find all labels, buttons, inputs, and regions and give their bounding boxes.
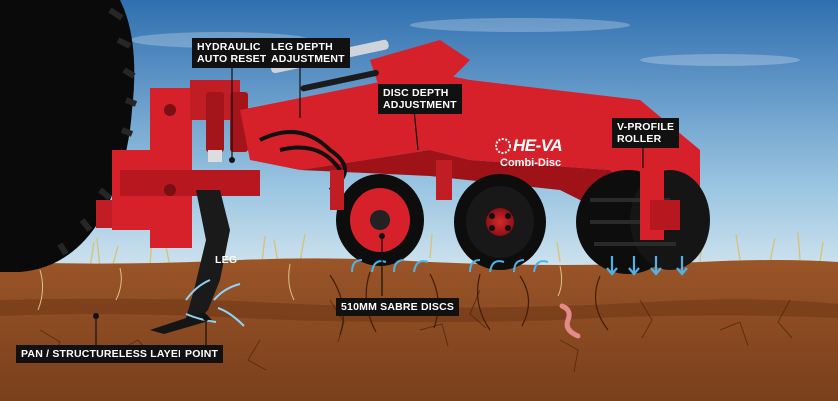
callout-point: POINT (180, 345, 224, 363)
earthworm (559, 303, 581, 339)
leader-dot (229, 157, 235, 163)
sabre-disc-gang (330, 160, 546, 270)
leg-flow-arrows (185, 279, 245, 327)
roller-pressure-arrows (606, 256, 688, 276)
roots (37, 263, 563, 311)
callout-sabre-discs: 510mm SABRE DISCS (336, 298, 460, 316)
callout-leg-depth-adjustment: LEG DEPTH ADJUSTMENT (266, 38, 350, 68)
v-profile-roller (576, 150, 710, 274)
leader-dot (379, 233, 385, 239)
callout-disc-depth-adjustment: DISC DEPTH ADJUSTMENT (378, 84, 462, 114)
disc-flow-swirls (351, 259, 549, 273)
brand-name: HE-VA (513, 136, 563, 155)
leader-lines (95, 64, 644, 345)
callout-v-profile-roller: V-PROFILE ROLLER (612, 118, 680, 148)
heva-gear-logo (495, 138, 511, 154)
leader-dot (93, 313, 99, 319)
callout-hydraulic-auto-reset: HYDRAULIC AUTO RESET (192, 38, 272, 68)
callout-leg: LEG (215, 254, 238, 266)
soil-cracks (39, 289, 793, 373)
callout-pan-layer: PAN / STRUCTURELESS LAYER (16, 345, 191, 363)
main-beam (240, 72, 700, 210)
auto-reset-cylinders (206, 92, 248, 162)
brand-model: Combi-Disc (500, 157, 562, 169)
leader-dot (203, 315, 209, 321)
hitch-frame (96, 80, 260, 248)
soil (0, 258, 838, 401)
tine-leg (186, 190, 230, 318)
main-beam-shadow (300, 150, 650, 210)
